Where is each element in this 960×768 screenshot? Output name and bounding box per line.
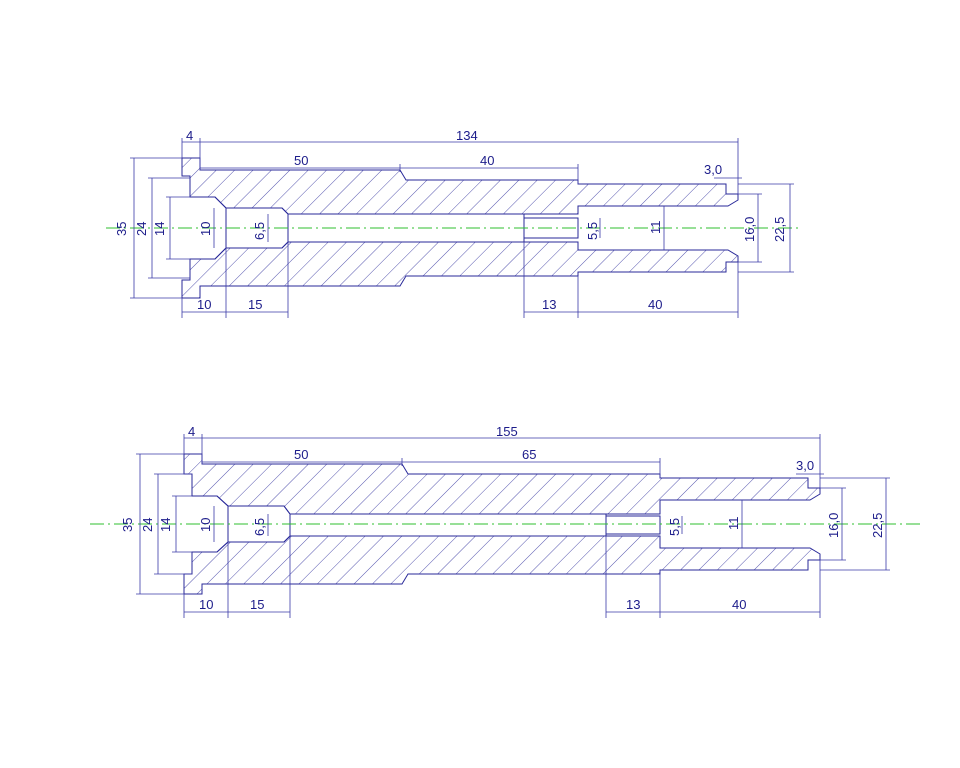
bottom-dim-dia-head: 24 bbox=[140, 518, 155, 532]
top-dim-dia-head: 24 bbox=[134, 222, 149, 236]
bottom-dim-dia-counterbore: 14 bbox=[158, 518, 173, 532]
top-dim-depth-10: 10 bbox=[197, 297, 211, 312]
top-dim-depth-13: 13 bbox=[542, 297, 556, 312]
top-dim-dia-tip: 16,0 bbox=[742, 217, 757, 242]
bottom-dim-flange: 4 bbox=[188, 424, 195, 439]
bottom-dim-depth-15: 15 bbox=[250, 597, 264, 612]
top-dim-depth-40: 40 bbox=[648, 297, 662, 312]
part-bottom: 4 155 50 65 3,0 35 24 14 10 6,5 5,5 11 1… bbox=[90, 424, 920, 618]
top-dim-chamfer: 3,0 bbox=[704, 162, 722, 177]
bottom-dim-overall-length: 155 bbox=[496, 424, 518, 439]
bottom-dim-dia-bore-6-5: 6,5 bbox=[252, 518, 267, 536]
bottom-dimension-lines bbox=[136, 434, 890, 618]
top-dim-flange: 4 bbox=[186, 128, 193, 143]
bottom-dim-dia-bore-5-5: 5,5 bbox=[667, 518, 682, 536]
top-dim-segment-1: 50 bbox=[294, 153, 308, 168]
bottom-dim-dia-tip: 16,0 bbox=[826, 513, 841, 538]
top-dim-segment-2: 40 bbox=[480, 153, 494, 168]
top-dim-dia-body: 22,5 bbox=[772, 217, 787, 242]
bottom-dim-segment-2: 65 bbox=[522, 447, 536, 462]
top-dim-dia-counterbore: 14 bbox=[152, 222, 167, 236]
bottom-dim-dia-body: 22,5 bbox=[870, 513, 885, 538]
bottom-upper-section bbox=[183, 453, 821, 515]
bottom-dim-dia-bore-11: 11 bbox=[726, 517, 741, 531]
top-dim-dia-bore-10: 10 bbox=[198, 222, 213, 236]
top-dim-dia-flange: 35 bbox=[114, 222, 129, 236]
top-dim-overall-length: 134 bbox=[456, 128, 478, 143]
top-dim-dia-bore-5-5: 5,5 bbox=[585, 222, 600, 240]
bottom-dim-depth-40: 40 bbox=[732, 597, 746, 612]
bottom-dim-dia-bore-10: 10 bbox=[198, 518, 213, 532]
bottom-dim-dia-flange: 35 bbox=[120, 518, 135, 532]
bottom-dim-depth-10: 10 bbox=[199, 597, 213, 612]
bottom-dim-chamfer: 3,0 bbox=[796, 458, 814, 473]
bottom-lower-section bbox=[183, 535, 821, 595]
top-dim-dia-bore-11: 11 bbox=[648, 221, 663, 235]
top-dim-depth-15: 15 bbox=[248, 297, 262, 312]
bottom-dim-depth-13: 13 bbox=[626, 597, 640, 612]
top-dim-dia-bore-6-5: 6,5 bbox=[252, 222, 267, 240]
top-dimension-lines bbox=[130, 138, 794, 318]
bottom-dim-segment-1: 50 bbox=[294, 447, 308, 462]
part-top: 4 134 50 40 3,0 35 24 14 10 6,5 5,5 11 1… bbox=[106, 128, 800, 318]
